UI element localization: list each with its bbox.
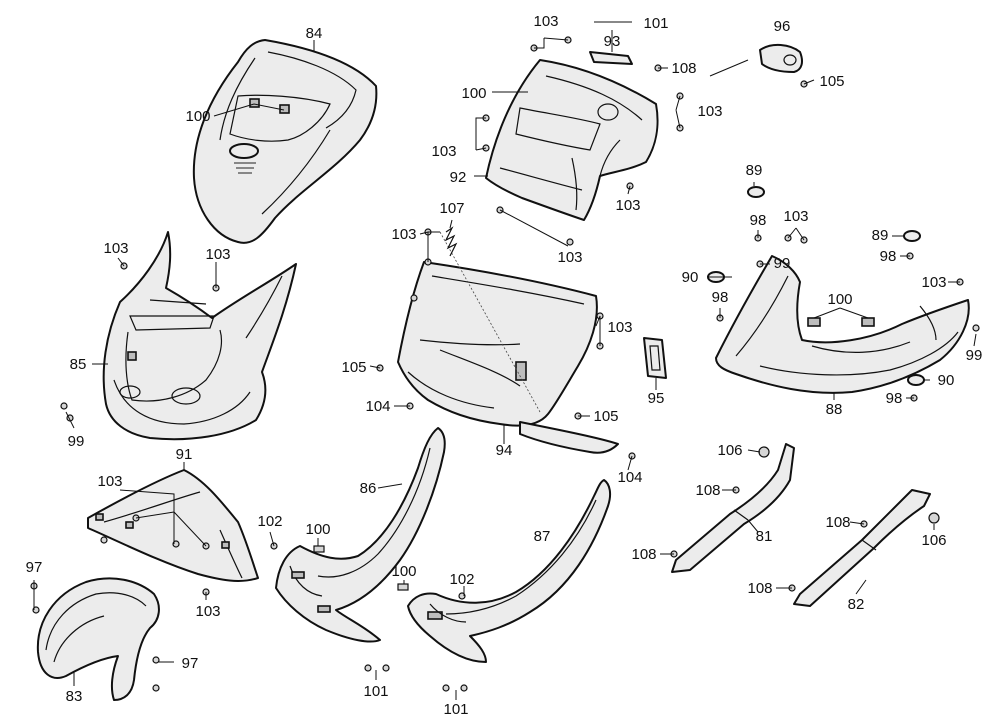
callout-88: 88 — [826, 401, 843, 418]
callout-96: 96 — [774, 18, 791, 35]
callout-89-b: 89 — [872, 227, 889, 244]
callout-92: 92 — [450, 169, 467, 186]
callout-107: 107 — [439, 200, 464, 217]
part-94-inner-leg-shield — [397, 231, 619, 454]
callout-97-a: 97 — [26, 559, 43, 576]
callout-106-b: 106 — [921, 532, 946, 549]
callout-87: 87 — [534, 528, 551, 545]
callout-105-b: 105 — [341, 359, 366, 376]
callout-102-b: 102 — [449, 571, 474, 588]
callout-95: 95 — [648, 390, 665, 407]
leader-lines — [33, 30, 977, 700]
callout-100-d: 100 — [461, 85, 486, 102]
callout-99-c: 99 — [966, 347, 983, 364]
part-88-floor-board — [715, 255, 970, 394]
part-81-bracket — [671, 443, 795, 573]
callout-100-b: 100 — [305, 521, 330, 538]
callout-104-a: 104 — [365, 398, 390, 415]
callout-85: 85 — [70, 356, 87, 373]
part-106-nut-b — [928, 512, 940, 524]
callout-99-a: 99 — [68, 433, 85, 450]
callout-94: 94 — [496, 442, 513, 459]
callout-103-j: 103 — [557, 249, 582, 266]
callout-103-f: 103 — [697, 103, 722, 120]
part-89-rubber-plug-b — [903, 230, 921, 242]
callout-102-a: 102 — [257, 513, 282, 530]
callout-108-b: 108 — [695, 482, 720, 499]
part-85-front-shield — [102, 231, 297, 441]
callout-98-d: 98 — [886, 390, 903, 407]
callout-108-c: 108 — [631, 546, 656, 563]
callout-93: 93 — [604, 33, 621, 50]
callout-103-h: 103 — [615, 197, 640, 214]
callout-103-b: 103 — [205, 246, 230, 263]
part-87-right-side-cover — [407, 479, 612, 663]
callout-98-b: 98 — [880, 248, 897, 265]
callout-81: 81 — [756, 528, 773, 545]
callout-101-a: 101 — [363, 683, 388, 700]
part-106-nut — [758, 446, 770, 458]
callout-82: 82 — [848, 596, 865, 613]
callout-99-b: 99 — [774, 255, 791, 272]
callout-84: 84 — [306, 25, 323, 42]
callout-101-c: 101 — [643, 15, 668, 32]
callout-103-d: 103 — [195, 603, 220, 620]
callout-labels: 84 100 103 103 85 99 91 103 103 97 97 83… — [26, 13, 983, 718]
part-83-front-fender — [36, 577, 160, 701]
callout-103-l: 103 — [783, 208, 808, 225]
callout-108-e: 108 — [747, 580, 772, 597]
callout-100-a: 100 — [185, 108, 210, 125]
callout-100-c: 100 — [391, 563, 416, 580]
part-92-inner-cover — [485, 59, 659, 221]
callout-103-g: 103 — [431, 143, 456, 160]
callout-90-a: 90 — [682, 269, 699, 286]
callout-106-a: 106 — [717, 442, 742, 459]
callout-83: 83 — [66, 688, 83, 705]
callout-105-a: 105 — [819, 73, 844, 90]
callout-98-c: 98 — [712, 289, 729, 306]
callout-89-a: 89 — [746, 162, 763, 179]
part-93-bracket — [589, 51, 633, 65]
callout-86: 86 — [360, 480, 377, 497]
callout-105-c: 105 — [593, 408, 618, 425]
callout-108-a: 108 — [671, 60, 696, 77]
callout-91: 91 — [176, 446, 193, 463]
callout-103-c: 103 — [97, 473, 122, 490]
part-84-front-cover — [192, 39, 378, 244]
part-95-grommet — [643, 337, 667, 379]
callout-103-i: 103 — [391, 226, 416, 243]
callout-104-b: 104 — [617, 469, 642, 486]
part-89-rubber-plug — [747, 186, 765, 198]
callout-103-a: 103 — [103, 240, 128, 257]
part-91-inner-panel — [87, 469, 259, 582]
part-90-rubber-plug-b — [907, 374, 925, 386]
callout-108-d: 108 — [825, 514, 850, 531]
callout-100-e: 100 — [827, 291, 852, 308]
callout-97-b: 97 — [182, 655, 199, 672]
part-82-bracket — [793, 489, 931, 607]
callout-103-m: 103 — [921, 274, 946, 291]
part-107-spring — [444, 226, 458, 257]
callout-103-k: 103 — [607, 319, 632, 336]
part-96-latch — [759, 44, 803, 73]
callout-101-b: 101 — [443, 701, 468, 718]
callout-90-b: 90 — [938, 372, 955, 389]
callout-103-e: 103 — [533, 13, 558, 30]
callout-98-a: 98 — [750, 212, 767, 229]
part-86-left-side-cover — [275, 427, 446, 643]
